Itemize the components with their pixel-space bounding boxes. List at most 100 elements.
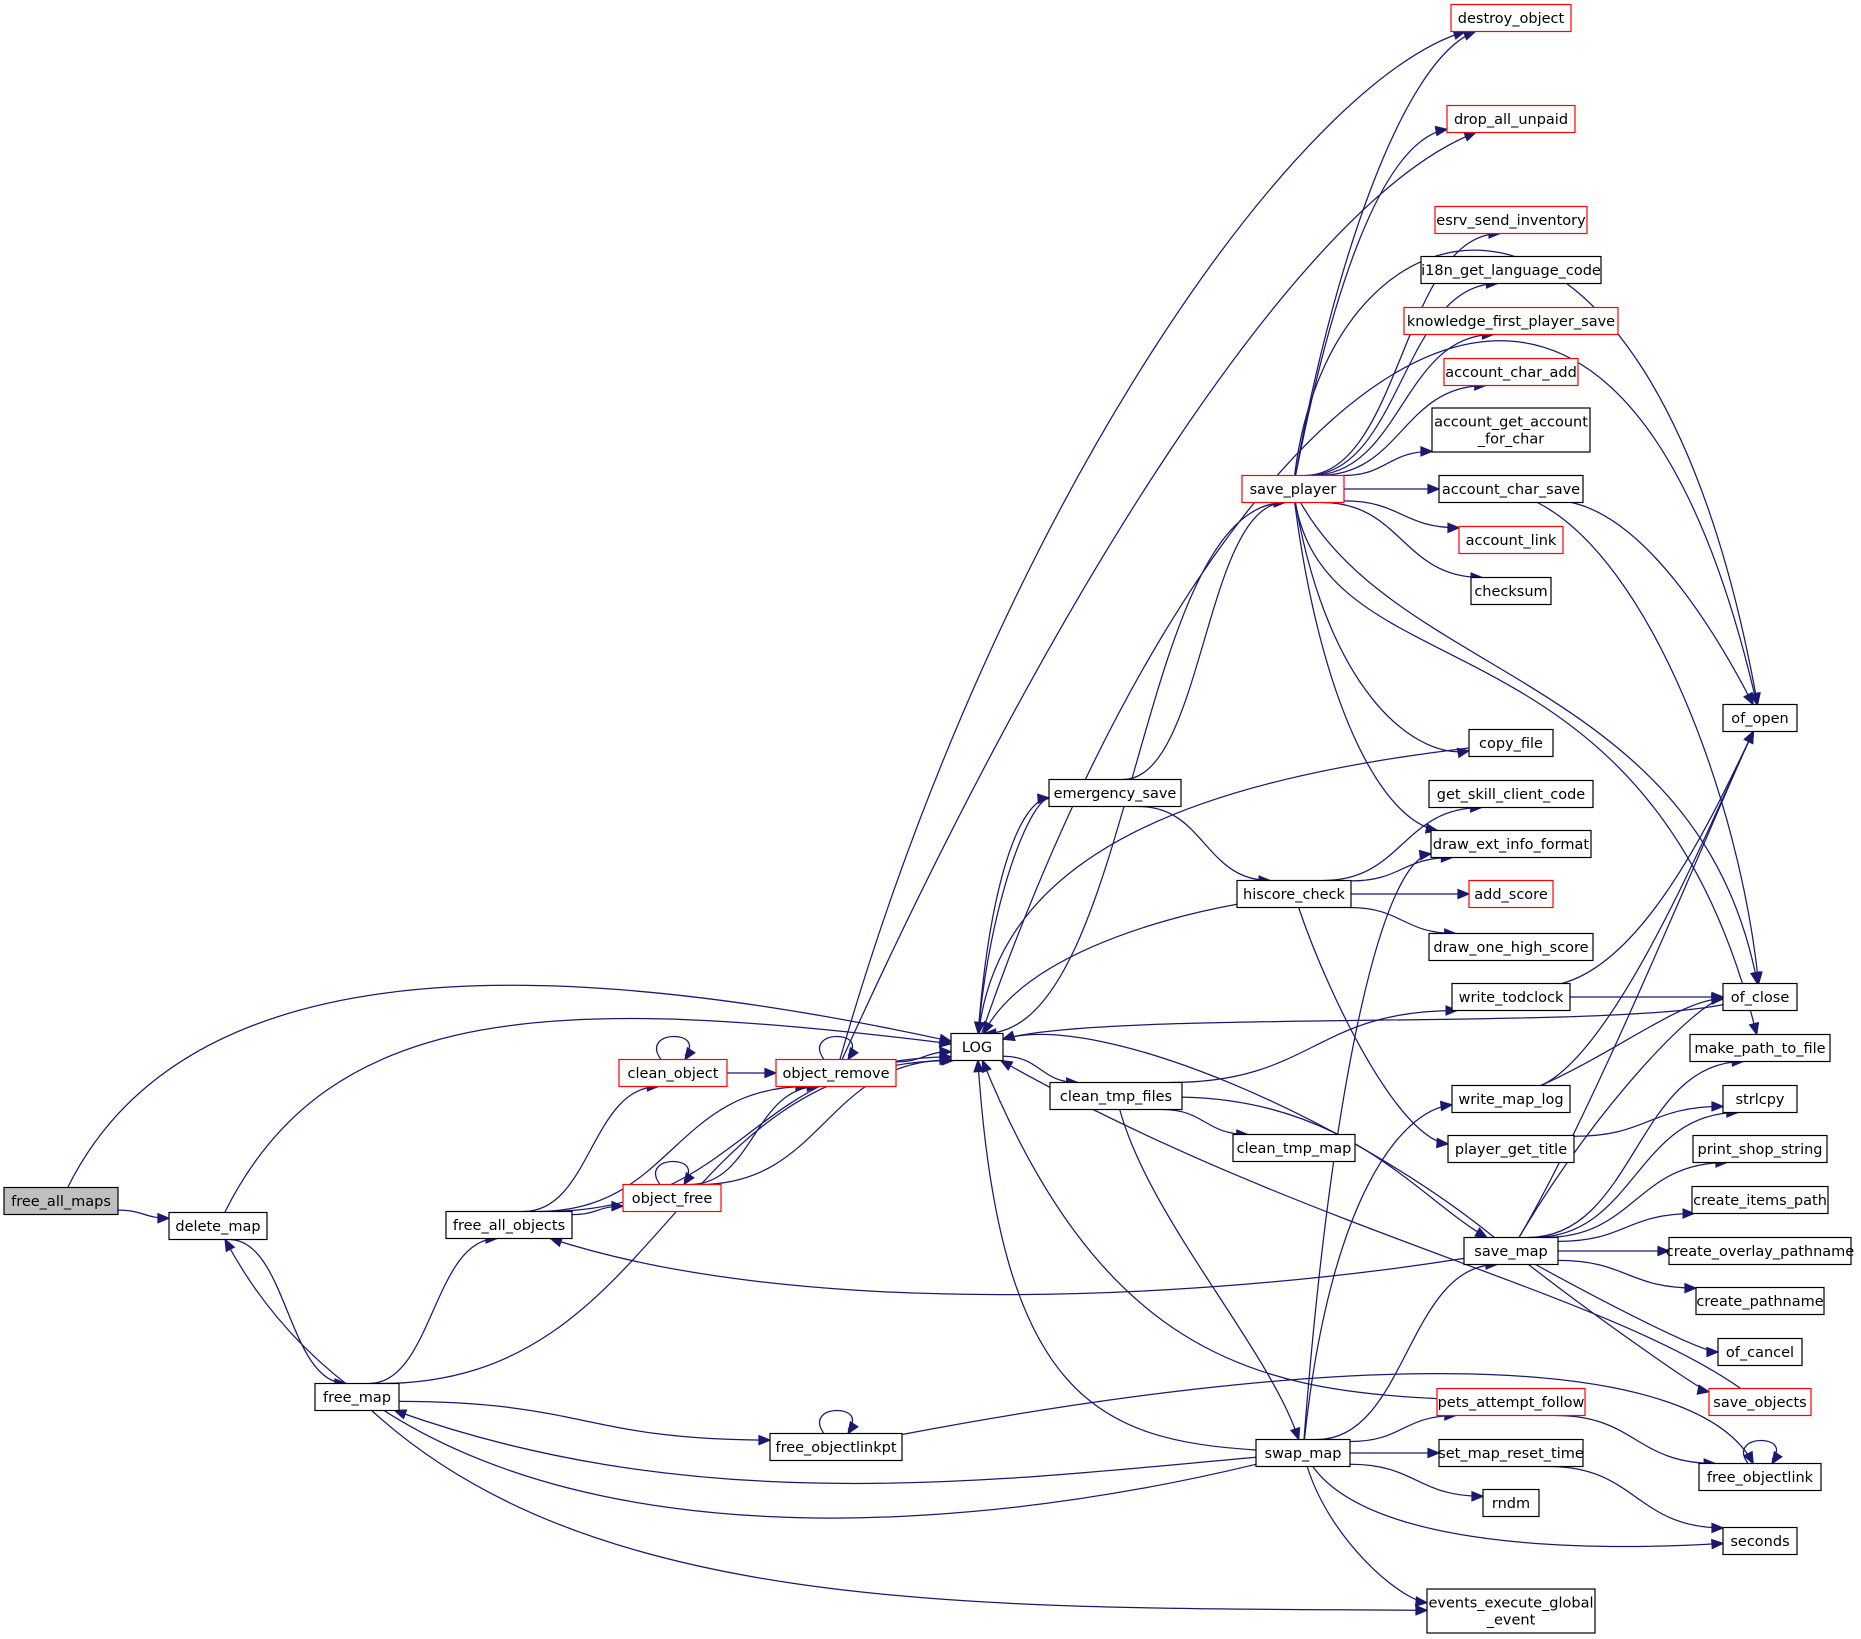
node-box [1470,576,1552,606]
node-esrv-send-inventory[interactable]: esrv_send_inventory [1434,205,1588,235]
node-clean-tmp-map[interactable]: clean_tmp_map [1232,1133,1356,1163]
edge-pets-attempt-follow-to-log [981,1059,1438,1400]
edge-save-player-to-account-char-save [1344,483,1441,495]
node-write-map-log[interactable]: write_map_log [1451,1084,1571,1114]
edge-object-remove-to-log [895,1046,953,1063]
node-box [1722,1526,1798,1556]
node-object-free[interactable]: object_free [622,1183,722,1213]
node-add-score[interactable]: add_score [1468,879,1554,909]
node-label: seconds [1730,1534,1789,1550]
node-delete-map[interactable]: delete_map [168,1211,268,1241]
node-free-all-objects[interactable]: free_all_objects [445,1210,573,1240]
node-save-objects[interactable]: save_objects [1708,1387,1812,1417]
edge-swap-map-to-write-map-log [1303,1100,1454,1440]
node-box [618,1058,728,1088]
node-of-cancel[interactable]: of_cancel [1717,1337,1803,1367]
edge-save-player-to-copy-file [1294,502,1471,759]
node-hiscore-check[interactable]: hiscore_check [1236,879,1352,909]
edge-free-map-to-events-execute-global-event [371,1410,1429,1616]
node-strlcpy[interactable]: strlcpy [1722,1084,1798,1114]
node-free-objectlinkpt[interactable]: free_objectlinkpt [769,1432,903,1462]
edge-set-map-reset-time-to-seconds [1549,1465,1725,1534]
node-label: of_cancel [1726,1345,1794,1361]
edge-save-map-to-create-overlay-pathname [1557,1245,1671,1257]
node-knowledge-first-player-save[interactable]: knowledge_first_player_save [1403,306,1619,336]
edge-free-objectlinkpt-to-free-objectlinkpt [819,1409,859,1435]
node-of-close[interactable]: of_close [1722,982,1798,1012]
node-checksum[interactable]: checksum [1470,576,1552,606]
node-player-get-title[interactable]: player_get_title [1447,1134,1575,1164]
node-box [1451,1084,1571,1114]
node-box [1403,306,1619,336]
node-create-pathname[interactable]: create_pathname [1695,1286,1825,1316]
node-box [1236,879,1352,909]
node-clean-tmp-files[interactable]: clean_tmp_files [1049,1081,1183,1111]
edge-free-all-maps-to-delete-map [117,1209,171,1224]
node-label: print_shop_string [1697,1142,1822,1158]
node-account-char-add[interactable]: account_char_add [1443,357,1579,387]
node-label: object_remove [783,1066,890,1082]
node-box [1232,1133,1356,1163]
node-create-items-path[interactable]: create_items_path [1691,1185,1829,1215]
node-swap-map[interactable]: swap_map [1255,1438,1351,1468]
node-destroy-object[interactable]: destroy_object [1450,3,1572,33]
node-save-map[interactable]: save_map [1463,1236,1559,1266]
edge-object-remove-to-drop-all-unpaid [841,131,1478,1060]
node-label: free_map [323,1390,391,1406]
node-save-player[interactable]: save_player [1241,474,1345,504]
node-box [3,1186,119,1216]
node-label: free_all_objects [453,1218,565,1234]
node-drop-all-unpaid[interactable]: drop_all_unpaid [1446,104,1576,134]
node-create-overlay-pathname[interactable]: create_overlay_pathname [1666,1236,1855,1266]
node-set-map-reset-time[interactable]: set_map_reset_time [1438,1438,1584,1468]
node-of-open[interactable]: of_open [1722,703,1798,733]
node-free-objectlink[interactable]: free_objectlink [1698,1462,1822,1492]
node-print-shop-string[interactable]: print_shop_string [1692,1134,1828,1164]
node-label: delete_map [175,1219,260,1235]
node-object-remove[interactable]: object_remove [775,1058,897,1088]
node-box [314,1382,400,1412]
node-free-all-maps[interactable]: free_all_maps [3,1186,119,1216]
node-label: LOG [962,1040,992,1056]
node-write-todclock[interactable]: write_todclock [1451,982,1571,1012]
node-box [1468,728,1554,758]
node-events-execute-global-event[interactable]: events_execute_global_event [1426,1588,1596,1634]
node-rndm[interactable]: rndm [1482,1488,1540,1518]
node-get-skill-client-code[interactable]: get_skill_client_code [1428,779,1594,809]
node-account-link[interactable]: account_link [1458,525,1564,555]
edge-save-map-to-create-items-path [1557,1208,1696,1243]
node-copy-file[interactable]: copy_file [1468,728,1554,758]
node-box [1458,525,1564,555]
edge-account-char-save-to-of-open [1571,501,1754,706]
edge-player-get-title-to-strlcpy [1573,1101,1725,1137]
node-account-get-account-for-char[interactable]: account_get_account_for_char [1431,407,1591,453]
edge-copy-file-to-log [974,747,1470,1036]
node-i18n-get-language-code[interactable]: i18n_get_language_code [1420,255,1602,285]
node-pets-attempt-follow[interactable]: pets_attempt_follow [1436,1387,1586,1417]
node-draw-one-high-score[interactable]: draw_one_high_score [1428,932,1594,962]
node-box [1722,703,1798,733]
node-label: draw_one_high_score [1433,940,1588,956]
node-label: account_get_account [1434,415,1588,431]
edge-of-close-to-log [1001,1003,1724,1041]
node-clean-object[interactable]: clean_object [618,1058,728,1088]
edge-save-map-to-free-all-objects [548,1236,1465,1296]
node-label: of_open [1731,711,1788,727]
edge-account-char-save-to-of-close [1537,501,1763,986]
node-draw-ext-info-format[interactable]: draw_ext_info_format [1430,829,1592,859]
node-box [1443,357,1579,387]
node-account-char-save[interactable]: account_char_save [1438,474,1584,504]
edge-swap-map-to-seconds [1312,1466,1725,1550]
node-box [622,1183,722,1213]
node-box [1436,1387,1586,1417]
node-make-path-to-file[interactable]: make_path_to_file [1689,1033,1831,1063]
edge-free-map-to-free-all-objects [368,1233,499,1385]
node-free-map[interactable]: free_map [314,1382,400,1412]
node-emergency-save[interactable]: emergency_save [1048,778,1182,808]
node-box [1446,104,1576,134]
node-log[interactable]: LOG [950,1032,1004,1062]
edge-object-remove-to-destroy-object [839,29,1467,1060]
edge-swap-map-to-free-map [393,1409,1257,1485]
node-seconds[interactable]: seconds [1722,1526,1798,1556]
edge-save-map-to-save-objects [1528,1264,1711,1395]
